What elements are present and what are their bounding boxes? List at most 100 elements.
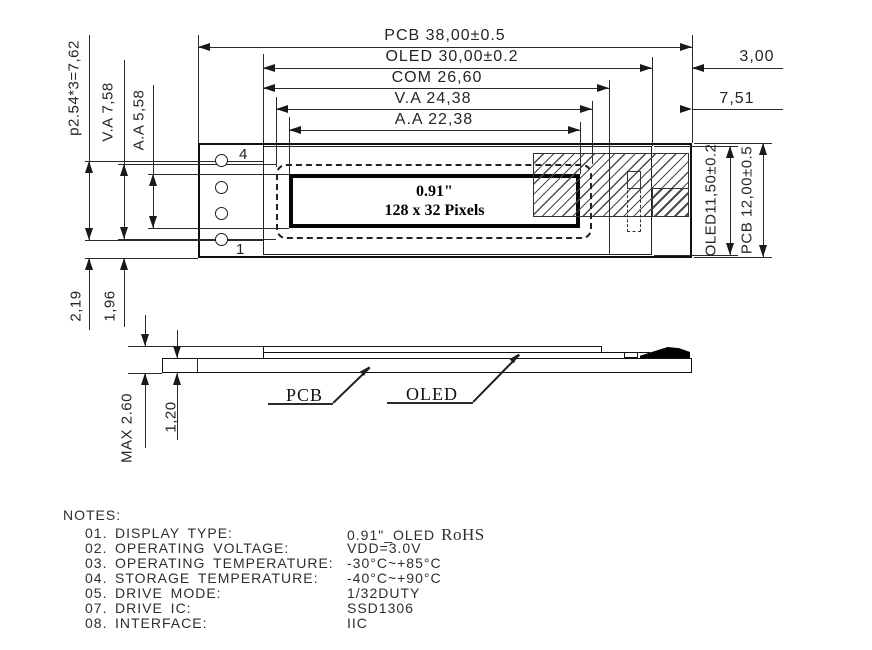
extension-line	[148, 228, 289, 229]
note-value: -40°C~+90°C	[347, 570, 442, 586]
arrowhead	[141, 334, 149, 346]
note-row: 05. DRIVE MODE: 1/32DUTY	[0, 585, 872, 601]
note-number: 03.	[85, 555, 108, 571]
dimension-line	[145, 373, 146, 448]
note-number: 05.	[85, 585, 108, 601]
arrowhead	[198, 43, 210, 51]
note-label: INTERFACE:	[115, 615, 208, 631]
dimension-line	[177, 330, 178, 358]
arrowhead	[85, 228, 93, 240]
dim-va-width: V.A 24,38	[394, 90, 472, 107]
dimension-line	[276, 109, 592, 110]
arrowhead	[120, 258, 128, 270]
arrowhead	[726, 243, 734, 255]
dimension-line	[692, 68, 783, 69]
pcb-side-label: PCB	[286, 385, 324, 405]
dim-oled-width: OLED 30,00±0.2	[385, 48, 519, 65]
dimension-line	[198, 47, 692, 48]
note-value: SSD1306	[347, 600, 414, 616]
arrowhead	[759, 143, 767, 155]
note-value: IIC	[347, 615, 368, 631]
dim-com-width: COM 26,60	[391, 69, 483, 86]
extension-line	[128, 346, 263, 347]
dimension-line	[763, 143, 764, 257]
note-label: STORAGE TEMPERATURE:	[115, 570, 319, 586]
extension-line	[148, 174, 289, 175]
pin-number-bottom: 1	[236, 241, 245, 258]
arrowhead	[726, 146, 734, 158]
arrowhead	[580, 105, 592, 113]
extension-line	[276, 97, 277, 167]
note-row: 07. DRIVE IC: SSD1306	[0, 600, 872, 616]
note-row: 08. INTERFACE: IIC	[0, 615, 872, 631]
pcb-outline	[198, 143, 692, 258]
va-dashed-outline	[276, 164, 592, 239]
dimension-line	[730, 146, 731, 255]
note-row: 04. STORAGE TEMPERATURE: -40°C~+90°C	[0, 570, 872, 586]
dimension-line	[177, 373, 178, 440]
arrowhead	[85, 161, 93, 173]
extension-line	[263, 54, 264, 146]
dimension-line	[263, 68, 652, 69]
note-value-rohs: RoHS	[441, 525, 485, 544]
arrowhead	[680, 105, 692, 113]
extension-line	[198, 35, 199, 143]
pcb-step-line	[197, 358, 198, 373]
arrowhead	[173, 373, 181, 385]
note-label: DRIVE IC:	[115, 600, 192, 616]
arrowhead	[149, 174, 157, 186]
arrowhead	[276, 105, 288, 113]
arrowhead	[263, 84, 275, 92]
arrowhead	[568, 126, 580, 134]
notes-title: NOTES:	[63, 507, 122, 523]
dim-pin-pitch: p2.54*3=7,62	[65, 40, 83, 136]
note-label: OPERATING TEMPERATURE:	[115, 555, 334, 571]
dimension-line	[153, 85, 154, 228]
arrowhead	[120, 164, 128, 176]
arrowhead	[680, 43, 692, 51]
dim-pin-to-bottom: 2,19	[67, 290, 85, 322]
extension-line	[118, 164, 276, 165]
arrowhead	[85, 258, 93, 270]
component-dashed-outline	[627, 171, 641, 232]
note-label: OPERATING VOLTAGE:	[115, 540, 290, 556]
arrowhead	[141, 373, 149, 385]
dim-pcb-height: PCB 12,00±0.5	[738, 145, 756, 255]
arrowhead	[120, 227, 128, 239]
note-value: 1/32DUTY	[347, 585, 421, 601]
leader-underline	[268, 403, 333, 405]
pin-number-top: 4	[239, 146, 248, 163]
extension-line	[85, 161, 263, 162]
extension-line	[692, 35, 693, 143]
pin-hole-2	[215, 207, 228, 220]
note-number: 01.	[85, 525, 108, 541]
note-number: 04.	[85, 570, 108, 586]
dim-va-height: V.A 7,58	[99, 82, 117, 142]
extension-line	[694, 143, 772, 144]
display-size-text: 0.91"	[416, 183, 453, 200]
note-number: 07.	[85, 600, 108, 616]
extension-line	[592, 101, 593, 164]
extension-line	[85, 258, 198, 259]
pcb-side-profile	[162, 358, 692, 373]
dim-total-height: MAX 2.60	[118, 393, 136, 463]
dim-aa-height: A.A 5,58	[130, 89, 148, 151]
pin-hole-1	[215, 233, 228, 246]
extension-line	[654, 146, 738, 147]
component-hatch-area	[652, 188, 689, 217]
dimension-line	[145, 315, 146, 346]
note-row: 02. OPERATING VOLTAGE: VDD=3.0V	[0, 540, 872, 556]
arrowhead	[289, 126, 301, 134]
extension-line	[654, 255, 738, 256]
arrowhead	[640, 64, 652, 72]
note-label: DISPLAY TYPE:	[115, 525, 233, 541]
dim-oled-height: OLED11,50±0.2	[702, 143, 720, 257]
pin-hole-4	[215, 154, 228, 167]
note-value: VDD=3.0V	[347, 540, 422, 556]
dimension-line	[692, 109, 783, 110]
extension-line	[609, 80, 610, 255]
note-number: 02.	[85, 540, 108, 556]
note-label: DRIVE MODE:	[115, 585, 222, 601]
